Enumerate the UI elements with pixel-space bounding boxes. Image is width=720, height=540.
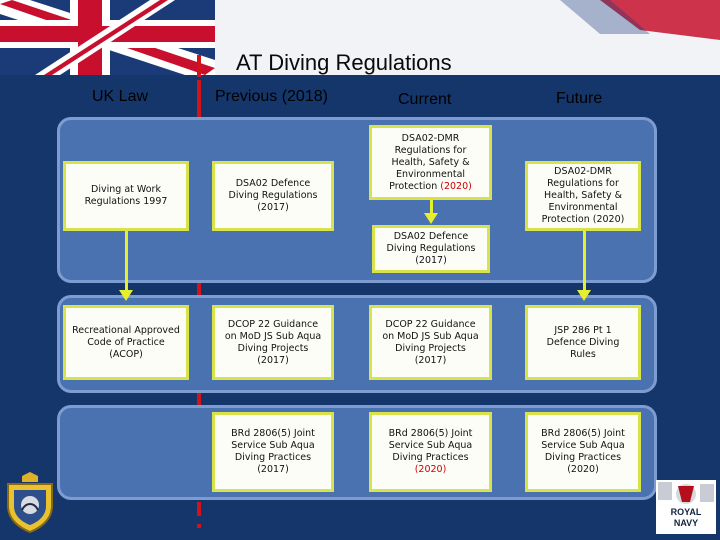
box-jsp286: JSP 286 Pt 1 Defence Diving Rules: [525, 305, 641, 380]
union-flag-banner: [0, 0, 720, 75]
slide-title: AT Diving Regulations: [236, 50, 452, 75]
royal-navy-logo-text: ROYAL: [671, 507, 702, 517]
crest-icon: [7, 472, 53, 534]
box-brd-future: BRd 2806(5) Joint Service Sub Aqua Divin…: [525, 412, 641, 492]
box-dcop-current-text: DCOP 22 Guidance on MoD JS Sub Aqua Divi…: [382, 318, 479, 366]
box-acop: Recreational Approved Code of Practice (…: [63, 305, 189, 380]
box-dsa02-current: DSA02 Defence Diving Regulations (2017): [372, 225, 490, 273]
arrow-law-to-acop: [119, 231, 133, 301]
royal-navy-logo: ROYAL NAVY: [656, 480, 716, 534]
box-dsa02-previous: DSA02 Defence Diving Regulations (2017): [212, 161, 334, 231]
column-previous: Previous (2018): [215, 88, 328, 105]
box-diving-at-work-text: Diving at Work Regulations 1997: [84, 184, 168, 207]
arrow-future-to-jsp: [577, 231, 591, 301]
box-acop-text: Recreational Approved Code of Practice (…: [72, 324, 180, 360]
box-brd-current-year: (2020): [414, 464, 447, 475]
arrow-dmr-to-dsa02: [424, 200, 438, 224]
box-brd-current-text: BRd 2806(5) Joint Service Sub Aqua Divin…: [378, 428, 483, 476]
box-dcop-previous-text: DCOP 22 Guidance on MoD JS Sub Aqua Divi…: [224, 318, 322, 366]
box-dsa02-dmr-future: DSA02-DMR Regulations for Health, Safety…: [525, 161, 641, 231]
box-jsp286-text: JSP 286 Pt 1 Defence Diving Rules: [546, 324, 620, 360]
box-dsa02-previous-text: DSA02 Defence Diving Regulations (2017): [228, 178, 318, 213]
box-dsa02-current-text: DSA02 Defence Diving Regulations (2017): [386, 231, 476, 266]
box-dsa02-dmr-current-label: DSA02-DMR Regulations for Health, Safety…: [389, 132, 470, 192]
royal-navy-logo-text-2: NAVY: [674, 518, 698, 528]
box-diving-at-work: Diving at Work Regulations 1997: [63, 161, 189, 231]
column-uk-law: UK Law: [92, 88, 149, 105]
box-brd-previous-text: BRd 2806(5) Joint Service Sub Aqua Divin…: [231, 428, 315, 475]
box-dsa02-dmr-current-year: (2020): [440, 180, 472, 192]
box-brd-current: BRd 2806(5) Joint Service Sub Aqua Divin…: [369, 412, 492, 492]
box-dsa02-dmr-current: DSA02-DMR Regulations for Health, Safety…: [369, 125, 492, 200]
divider-dashed: [197, 260, 201, 528]
box-dcop-current: DCOP 22 Guidance on MoD JS Sub Aqua Divi…: [369, 305, 492, 380]
column-future: Future: [556, 90, 603, 107]
box-dsa02-dmr-future-text: DSA02-DMR Regulations for Health, Safety…: [541, 166, 625, 225]
box-brd-current-label: BRd 2806(5) Joint Service Sub Aqua Divin…: [388, 428, 473, 463]
union-flag-icon: [0, 0, 720, 75]
box-dcop-previous: DCOP 22 Guidance on MoD JS Sub Aqua Divi…: [212, 305, 334, 380]
box-brd-future-text: BRd 2806(5) Joint Service Sub Aqua Divin…: [541, 428, 625, 475]
box-brd-previous: BRd 2806(5) Joint Service Sub Aqua Divin…: [212, 412, 334, 492]
divider-top: [197, 55, 201, 77]
box-dsa02-dmr-current-text: DSA02-DMR Regulations for Health, Safety…: [378, 133, 483, 193]
column-current: Current: [398, 91, 452, 108]
